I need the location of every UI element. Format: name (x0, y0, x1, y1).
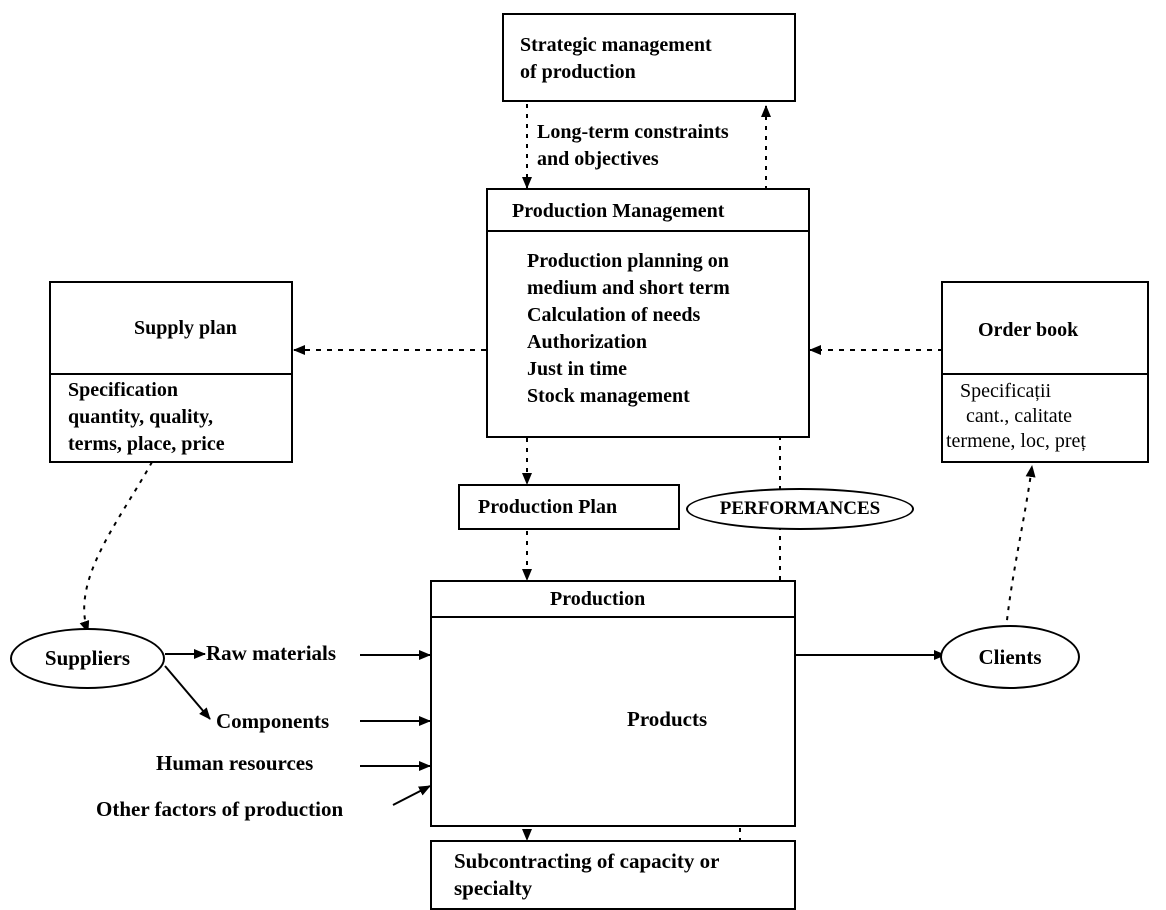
production-management-header (488, 190, 808, 232)
raw-materials-label: Raw materials (206, 641, 337, 665)
management-item: Authorization (527, 331, 647, 353)
production-plan-label: Production Plan (478, 496, 618, 518)
order-item: termene, loc, preț (946, 430, 1086, 452)
supply-plan-box: Supply plan Specification quantity, qual… (49, 281, 293, 463)
clients-label: Clients (978, 644, 1042, 669)
subcontracting-line-1: Subcontracting of capacity or (454, 849, 720, 873)
production-management-items: Production planning on medium and short … (527, 248, 730, 410)
strategic-line-2: of production (520, 61, 636, 83)
order-book-box: Order book Specificații cant., calitate … (941, 281, 1149, 463)
production-title: Production (550, 588, 646, 610)
production-header (432, 582, 794, 618)
supply-item: Specification (68, 379, 178, 401)
performances-label: PERFORMANCES (719, 498, 881, 519)
supply-plan-title: Supply plan (134, 317, 237, 339)
supply-item: quantity, quality, (68, 406, 214, 428)
arrow-other-factors-to-production (392, 785, 431, 806)
products-label: Products (627, 707, 708, 731)
management-item: Just in time (527, 358, 627, 380)
production-plan-box: Production Plan (458, 484, 680, 530)
order-book-title: Order book (978, 319, 1079, 341)
production-management-box: Production Management Production plannin… (486, 188, 810, 438)
long-term-line-2: and objectives (537, 148, 659, 170)
strategic-management-box: Strategic management of production (502, 13, 796, 102)
production-management-title: Production Management (512, 200, 725, 222)
management-item: Calculation of needs (527, 304, 701, 326)
supply-plan-items: Specification quantity, quality, terms, … (68, 377, 225, 458)
strategic-line-1: Strategic management (520, 34, 712, 56)
order-item: Specificații (960, 380, 1052, 402)
arrow-clients-to-order-book (1004, 465, 1036, 641)
human-resources-label: Human resources (156, 751, 314, 775)
order-item: cant., calitate (966, 405, 1073, 427)
management-item: Stock management (527, 385, 690, 407)
suppliers-label: Suppliers (44, 646, 131, 670)
production-box: Production Products (430, 580, 796, 827)
long-term-line-1: Long-term constraints (537, 121, 729, 143)
performances-ellipse: PERFORMANCES (686, 488, 914, 530)
supply-item: terms, place, price (68, 433, 225, 455)
order-book-header (943, 283, 1147, 375)
management-item: medium and short term (527, 277, 730, 299)
supply-plan-header (51, 283, 291, 375)
subcontracting-box: Subcontracting of capacity or specialty (430, 840, 796, 910)
components-label: Components (216, 709, 330, 733)
other-factors-label: Other factors of production (96, 797, 344, 821)
management-item: Production planning on (527, 250, 729, 272)
order-book-items: Specificații cant., calitate termene, lo… (946, 379, 1086, 454)
subcontracting-line-2: specialty (454, 876, 533, 900)
subcontracting-label: Subcontracting of capacity or specialty (454, 848, 719, 902)
clients-ellipse: Clients (940, 625, 1080, 689)
arrow-supply-plan-to-suppliers (79, 461, 153, 633)
long-term-label: Long-term constraints and objectives (537, 119, 729, 173)
suppliers-ellipse: Suppliers (10, 628, 165, 689)
arrow-suppliers-to-components (164, 665, 211, 720)
